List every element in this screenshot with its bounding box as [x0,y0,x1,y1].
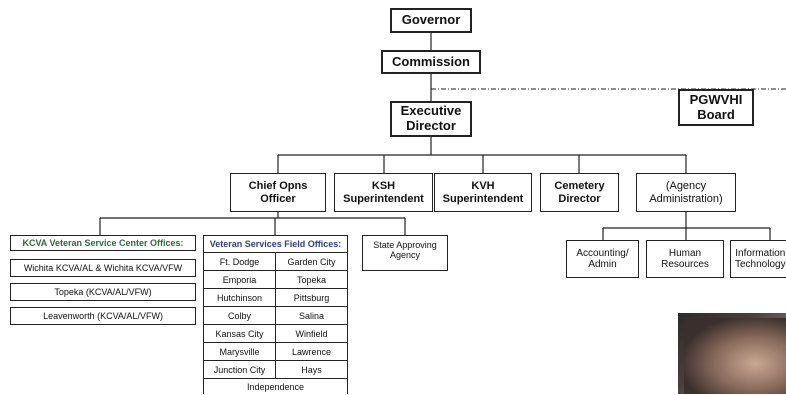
field-office-label: Kansas City [215,328,264,339]
kvh-superintendent-box: KVH Superintendent [434,173,532,212]
accounting-admin-label: Accounting/ Admin [576,247,629,271]
kcva-office-item: Wichita KCVA/AL & Wichita KCVA/VFW [10,259,196,277]
field-office-cell: Emporia [204,271,276,289]
field-office-label: Colby [227,310,251,321]
kvh-superintendent-label: KVH Superintendent [442,179,524,205]
field-office-label: Garden City [287,256,336,267]
field-office-cell: Garden City [276,253,347,271]
pgwvhi-board-label: PGWVHI Board [689,91,743,122]
field-office-label: Junction City [213,364,266,375]
kcva-office-item: Leavenworth (KCVA/AL/VFW) [10,307,196,325]
kcva-office-label: Leavenworth (KCVA/AL/VFW) [43,310,163,321]
governor-box: Governor [390,8,472,33]
field-office-label: Marysville [219,346,260,357]
field-office-label: Independence [246,382,305,392]
cemetery-director-label: Cemetery Director [554,179,605,205]
kcva-office-label: Topeka (KCVA/AL/VFW) [54,286,152,297]
field-office-cell: Salina [276,307,347,325]
field-offices-header-label: Veteran Services Field Offices: [209,239,342,249]
field-offices-table: Veteran Services Field Offices: Ft. Dodg… [203,235,348,394]
cemetery-director-box: Cemetery Director [540,173,619,212]
chief-opns-officer-box: Chief Opns Officer [230,173,326,212]
field-office-label: Topeka [296,274,327,285]
field-office-cell: Kansas City [204,325,276,343]
agency-administration-box: (Agency Administration) [636,173,736,212]
executive-director-label: Executive Director [400,103,462,133]
kcva-office-label: Wichita KCVA/AL & Wichita KCVA/VFW [23,262,183,273]
field-office-label: Salina [298,310,325,321]
field-offices-header: Veteran Services Field Offices: [204,236,347,253]
information-technology-label: Information Technology [735,247,786,271]
human-resources-label: Human Resources [661,247,709,271]
field-office-cell: Colby [204,307,276,325]
pgwvhi-board-box: PGWVHI Board [678,89,754,126]
state-approving-agency-box: State Approving Agency [362,235,448,271]
commission-box: Commission [381,50,481,74]
ksh-superintendent-label: KSH Superintendent [343,179,424,205]
state-approving-agency-label: State Approving Agency [373,240,437,261]
field-office-label: Hutchinson [216,292,263,303]
commission-label: Commission [391,53,470,69]
field-office-cell: Hutchinson [204,289,276,307]
field-office-label: Pittsburg [293,292,330,303]
field-office-label: Winfield [295,328,328,339]
field-office-cell: Ft. Dodge [204,253,276,271]
ksh-superintendent-box: KSH Superintendent [334,173,433,212]
field-office-cell: Topeka [276,271,347,289]
kcva-office-item: Topeka (KCVA/AL/VFW) [10,283,196,301]
executive-director-box: Executive Director [390,101,472,137]
field-office-cell: Winfield [276,325,347,343]
field-office-label: Hays [301,364,322,375]
kcva-offices-header: KCVA Veteran Service Center Offices: [10,235,196,251]
field-office-cell: Marysville [204,343,276,361]
agency-administration-label: (Agency Administration) [649,179,723,205]
photo-image-detail [684,318,786,394]
field-office-cell: Junction City [204,361,276,379]
kcva-offices-header-label: KCVA Veteran Service Center Offices: [22,237,184,248]
field-office-label: Lawrence [291,346,332,357]
field-office-label: Ft. Dodge [219,256,260,267]
human-resources-box: Human Resources [646,240,724,278]
field-office-cell: Lawrence [276,343,347,361]
accounting-admin-box: Accounting/ Admin [566,240,639,278]
information-technology-box: Information Technology [730,240,786,278]
field-office-label: Emporia [222,274,257,285]
field-office-cell: Pittsburg [276,289,347,307]
field-office-cell: Hays [276,361,347,379]
governor-label: Governor [401,12,461,28]
chief-opns-officer-label: Chief Opns Officer [248,179,308,205]
field-office-cell-last: Independence [204,379,347,395]
